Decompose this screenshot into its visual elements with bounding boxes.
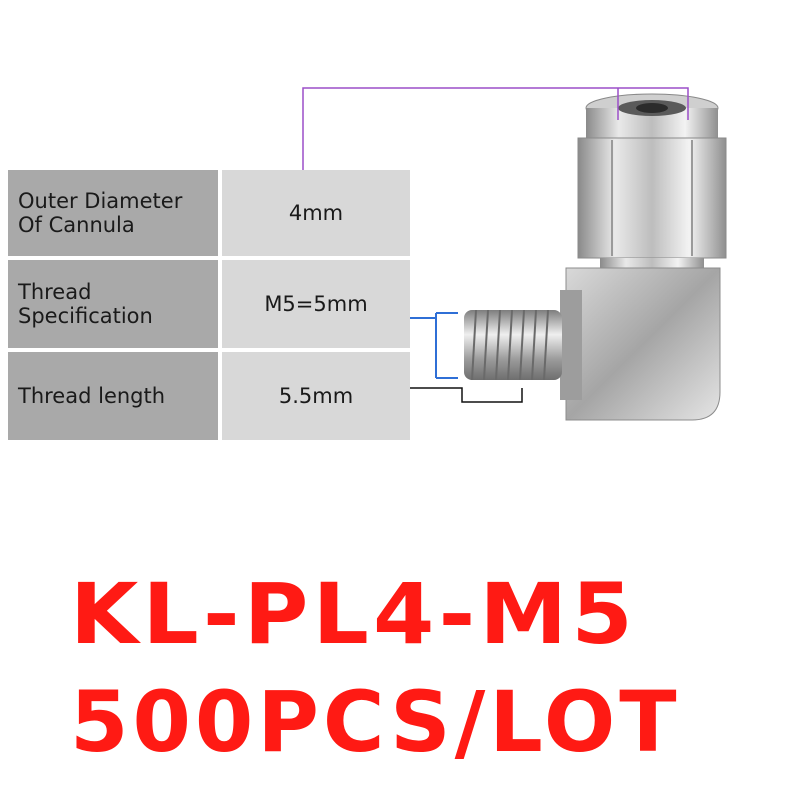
diameter-dimension-line bbox=[302, 87, 689, 170]
thread-spec-dimension-line bbox=[410, 312, 458, 379]
collet-ring bbox=[585, 93, 719, 138]
spec-value: 4mm bbox=[222, 170, 410, 256]
elbow-body bbox=[560, 267, 721, 421]
product-quantity: 500PCS/LOT bbox=[70, 673, 681, 771]
spec-value: 5.5mm bbox=[222, 352, 410, 440]
spec-label: Thread Specification bbox=[8, 260, 218, 348]
spec-label: Thread length bbox=[8, 352, 218, 440]
spec-row-diameter: Outer Diameter Of Cannula 4mm bbox=[8, 170, 410, 256]
hex-nut bbox=[577, 137, 727, 259]
spec-value: M5=5mm bbox=[222, 260, 410, 348]
spec-label: Outer Diameter Of Cannula bbox=[8, 170, 218, 256]
spec-row-length: Thread length 5.5mm bbox=[8, 352, 410, 440]
product-model: KL-PL4-M5 bbox=[70, 565, 637, 663]
threaded-stud bbox=[464, 309, 562, 381]
thread-length-dimension-line bbox=[410, 387, 523, 403]
spec-row-thread: Thread Specification M5=5mm bbox=[8, 260, 410, 348]
